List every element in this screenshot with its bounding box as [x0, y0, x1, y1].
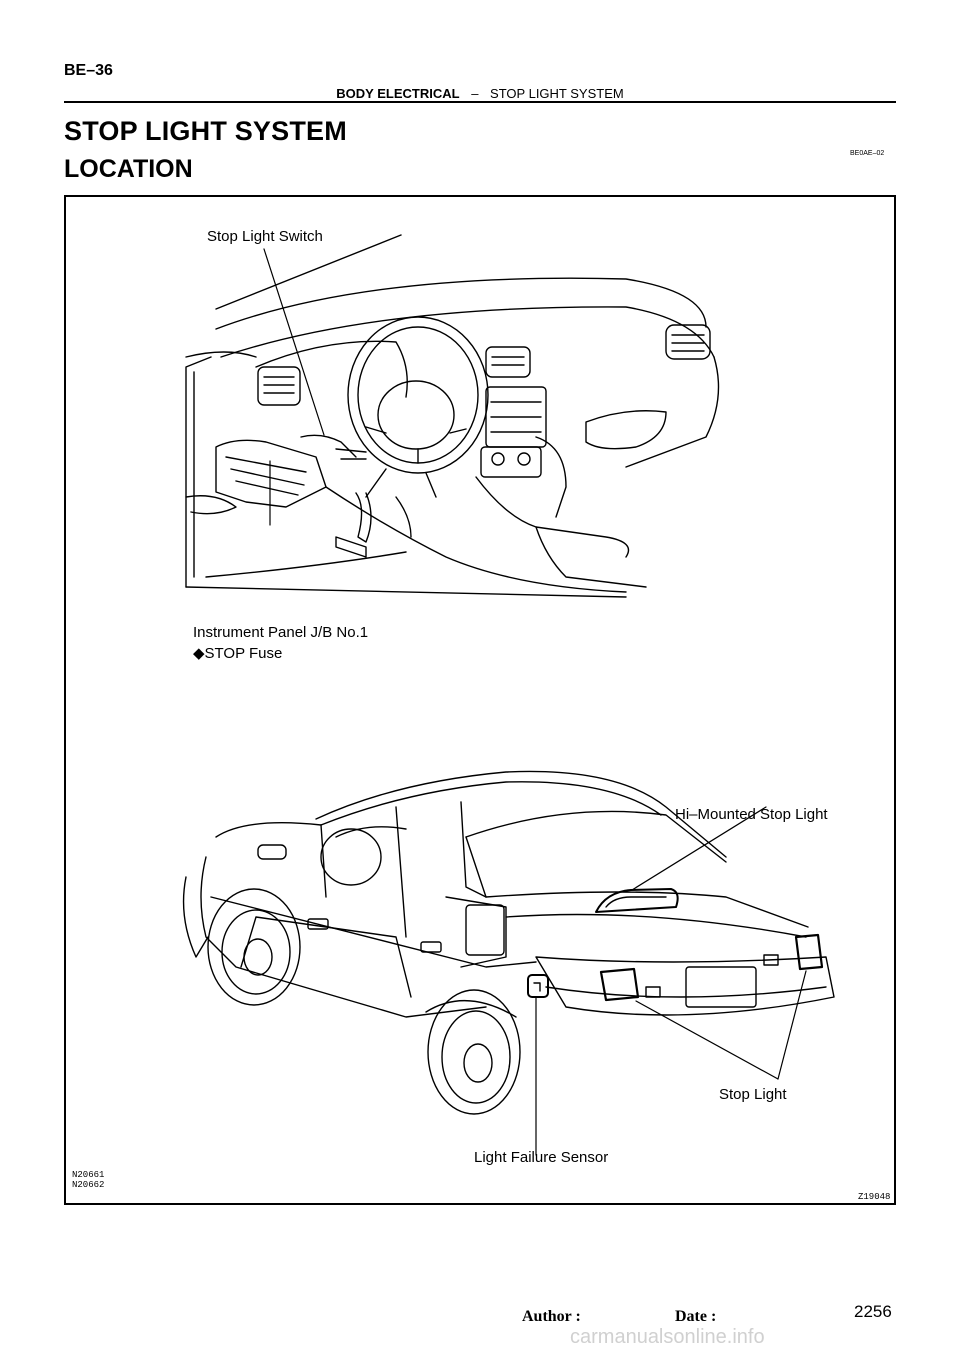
- running-header: BODY ELECTRICAL – STOP LIGHT SYSTEM: [0, 86, 960, 101]
- date-label: Date :: [675, 1308, 717, 1325]
- label-instrument-panel-jb: Instrument Panel J/B No.1: [193, 624, 369, 641]
- dashboard-drawing: [185, 234, 720, 598]
- page-title: STOP LIGHT SYSTEM: [64, 116, 347, 146]
- label-stop-light-switch: Stop Light Switch: [207, 228, 323, 245]
- figure-frame: [64, 195, 896, 1205]
- label-hi-mounted-stop-light: Hi–Mounted Stop Light: [675, 806, 828, 823]
- header-subsection: STOP LIGHT SYSTEM: [490, 86, 624, 101]
- page-number: 2256: [854, 1302, 892, 1321]
- figure-id: Z19048: [858, 1192, 891, 1202]
- section-title: LOCATION: [64, 155, 193, 183]
- figure-code-1: N20661: [72, 1170, 105, 1180]
- leader-lines: [263, 248, 807, 1156]
- header-section: BODY ELECTRICAL: [336, 86, 460, 101]
- location-illustration: [182, 234, 835, 1156]
- car-drawing: [182, 770, 835, 1115]
- page-code: BE–36: [64, 62, 113, 79]
- header-rule: [64, 101, 896, 103]
- label-stop-fuse: ◆STOP Fuse: [193, 645, 283, 662]
- header-separator: –: [471, 86, 479, 101]
- reference-code: BE0AE–02: [850, 150, 885, 157]
- figure-code-2: N20662: [72, 1180, 105, 1190]
- watermark: carmanualsonline.info: [570, 1326, 765, 1348]
- author-label: Author :: [522, 1308, 581, 1325]
- label-light-failure-sensor: Light Failure Sensor: [474, 1149, 609, 1166]
- label-stop-light: Stop Light: [719, 1086, 787, 1103]
